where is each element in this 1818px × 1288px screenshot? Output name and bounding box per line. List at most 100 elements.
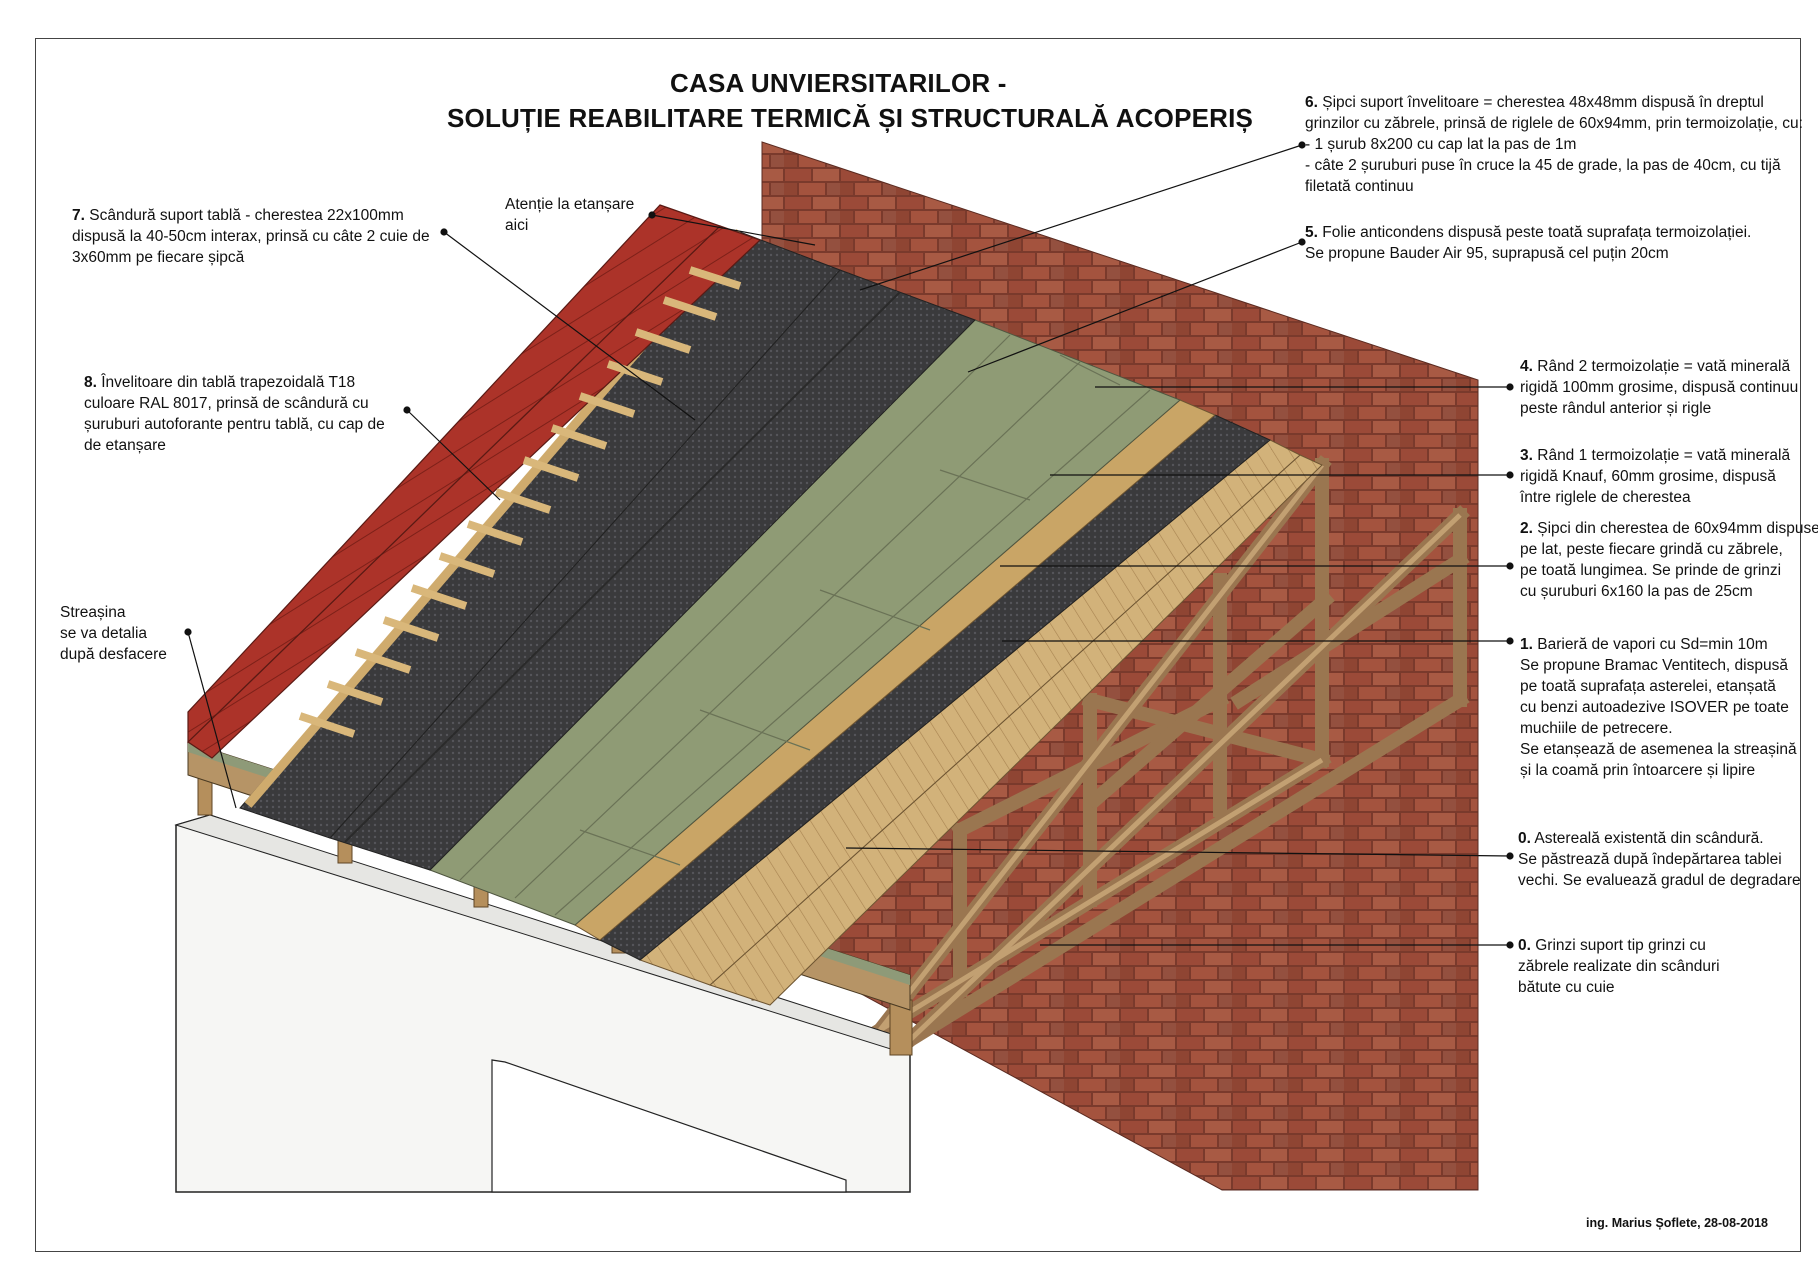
interior-wall — [174, 814, 911, 1193]
note-text: Rând 1 termoizolație = vată minerală — [1537, 447, 1791, 464]
note-text: Se propune Bauder Air 95, suprapusă cel … — [1305, 245, 1669, 262]
note-line: cu șuruburi 6x160 la pas de 25cm — [1520, 581, 1818, 602]
note-atentie: Atenție la etanșare aici — [505, 194, 634, 236]
note-text: între riglele de cherestea — [1520, 489, 1691, 506]
note-text: culoare RAL 8017, prinsă de scândură cu — [84, 395, 369, 412]
note-line: muchiile de petrecere. — [1520, 718, 1797, 739]
note-line: după desfacere — [60, 644, 167, 665]
note-text: aici — [505, 217, 529, 234]
note-line: dispusă la 40-50cm interax, prinsă cu câ… — [72, 226, 430, 247]
note-number: 1. — [1520, 636, 1533, 653]
note-6: 6. Șipci suport învelitoare = cherestea … — [1305, 92, 1803, 197]
note-number: 4. — [1520, 358, 1533, 375]
note-line: - 1 șurub 8x200 cu cap lat la pas de 1m — [1305, 134, 1803, 155]
note-text: grinzilor cu zăbrele, prinsă de riglele … — [1305, 115, 1803, 132]
note-line: - câte 2 șuruburi puse în cruce la 45 de… — [1305, 155, 1803, 176]
note-line: 8. Învelitoare din tablă trapezoidală T1… — [84, 372, 385, 393]
note-number: 6. — [1305, 94, 1318, 111]
note-text: bătute cu cuie — [1518, 979, 1615, 996]
note-line: Se etanșează de asemenea la streașină — [1520, 739, 1797, 760]
note-line: între riglele de cherestea — [1520, 487, 1790, 508]
title-line-2: SOLUȚIE REABILITARE TERMICĂ ȘI STRUCTURA… — [447, 103, 1254, 133]
note-line: 3x60mm pe fiecare șipcă — [72, 247, 430, 268]
note-text: cu benzi autoadezive ISOVER pe toate — [1520, 699, 1789, 716]
note-text: rigidă Knauf, 60mm grosime, dispusă — [1520, 468, 1776, 485]
support-boards — [298, 266, 742, 738]
note-line: culoare RAL 8017, prinsă de scândură cu — [84, 393, 385, 414]
note-text: și la coamă prin întoarcere și lipire — [1520, 762, 1756, 779]
note-line: Se propune Bauder Air 95, suprapusă cel … — [1305, 243, 1751, 264]
note-text: după desfacere — [60, 646, 167, 663]
note-2: 2. Șipci din cherestea de 60x94mm dispus… — [1520, 518, 1818, 602]
note-line: se va detalia — [60, 623, 167, 644]
note-text: pe lat, peste fiecare grindă cu zăbrele, — [1520, 541, 1783, 558]
title-line-1: CASA UNVIERSITARILOR - — [670, 68, 1007, 98]
note-text: pe toată lungimea. Se prinde de grinzi — [1520, 562, 1782, 579]
note-line: și la coamă prin întoarcere și lipire — [1520, 760, 1797, 781]
note-line: de etanșare — [84, 435, 385, 456]
note-number: 3. — [1520, 447, 1533, 464]
note-line: 0. Grinzi suport tip grinzi cu — [1518, 935, 1720, 956]
note-text: șuruburi autoforante pentru tablă, cu ca… — [84, 416, 385, 433]
note-text: Se propune Bramac Ventitech, dispusă — [1520, 657, 1788, 674]
note-0-grinzi: 0. Grinzi suport tip grinzi cu zăbrele re… — [1518, 935, 1720, 998]
note-text: Scândură suport tablă - cherestea 22x100… — [89, 207, 404, 224]
note-line: aici — [505, 215, 634, 236]
note-line: 6. Șipci suport învelitoare = cherestea … — [1305, 92, 1803, 113]
signature: ing. Marius Șoflete, 28-08-2018 — [1586, 1216, 1769, 1230]
note-line: pe toată suprafața asterelei, etanșată — [1520, 676, 1797, 697]
note-line: Se păstrează după îndepărtarea tablei — [1518, 849, 1801, 870]
drawing-frame — [35, 38, 1801, 1252]
note-line: bătute cu cuie — [1518, 977, 1720, 998]
note-line: vechi. Se evaluează gradul de degradare — [1518, 870, 1801, 891]
note-line: peste rândul anterior și rigle — [1520, 398, 1798, 419]
note-text: dispusă la 40-50cm interax, prinsă cu câ… — [72, 228, 430, 245]
note-3: 3. Rând 1 termoizolație = vată minerală r… — [1520, 445, 1790, 508]
note-text: Șipci din cherestea de 60x94mm dispuse — [1537, 520, 1818, 537]
note-text: Se etanșează de asemenea la streașină — [1520, 741, 1797, 758]
note-number: 5. — [1305, 224, 1318, 241]
note-text: Învelitoare din tablă trapezoidală T18 — [101, 374, 356, 391]
note-line: șuruburi autoforante pentru tablă, cu ca… — [84, 414, 385, 435]
note-7: 7. Scândură suport tablă - cherestea 22x… — [72, 205, 430, 268]
note-line: 3. Rând 1 termoizolație = vată minerală — [1520, 445, 1790, 466]
note-text: peste rândul anterior și rigle — [1520, 400, 1712, 417]
note-text: pe toată suprafața asterelei, etanșată — [1520, 678, 1776, 695]
note-text: Barieră de vapori cu Sd=min 10m — [1537, 636, 1768, 653]
note-text: Rând 2 termoizolație = vată minerală — [1537, 358, 1791, 375]
note-text: Grinzi suport tip grinzi cu — [1535, 937, 1706, 954]
truss-highlights — [878, 463, 1462, 1042]
note-1: 1. Barieră de vapori cu Sd=min 10m Se pro… — [1520, 634, 1797, 781]
note-line: 7. Scândură suport tablă - cherestea 22x… — [72, 205, 430, 226]
note-line: Se propune Bramac Ventitech, dispusă — [1520, 655, 1797, 676]
note-text: vechi. Se evaluează gradul de degradare — [1518, 872, 1801, 889]
note-text: zăbrele realizate din scânduri — [1518, 958, 1720, 975]
note-text: rigidă 100mm grosime, dispusă continuu — [1520, 379, 1799, 396]
note-text: Se păstrează după îndepărtarea tablei — [1518, 851, 1782, 868]
note-number: 0. — [1518, 937, 1531, 954]
note-text: 3x60mm pe fiecare șipcă — [72, 249, 245, 266]
note-line: filetată continuu — [1305, 176, 1803, 197]
note-5: 5. Folie anticondens dispusă peste toată… — [1305, 222, 1751, 264]
note-line: 0. Astereală existentă din scândură. — [1518, 828, 1801, 849]
note-number: 7. — [72, 207, 85, 224]
leader-lines — [184, 141, 1514, 949]
note-line: grinzilor cu zăbrele, prinsă de riglele … — [1305, 113, 1803, 134]
note-text: - 1 șurub 8x200 cu cap lat la pas de 1m — [1305, 136, 1577, 153]
note-8: 8. Învelitoare din tablă trapezoidală T1… — [84, 372, 385, 456]
note-text: Streașina — [60, 604, 126, 621]
note-number: 0. — [1518, 830, 1531, 847]
note-line: pe toată lungimea. Se prinde de grinzi — [1520, 560, 1818, 581]
note-line: 2. Șipci din cherestea de 60x94mm dispus… — [1520, 518, 1818, 539]
note-line: zăbrele realizate din scânduri — [1518, 956, 1720, 977]
note-text: cu șuruburi 6x160 la pas de 25cm — [1520, 583, 1753, 600]
note-text: Folie anticondens dispusă peste toată su… — [1322, 224, 1752, 241]
note-text: Șipci suport învelitoare = cherestea 48x… — [1322, 94, 1764, 111]
note-text: se va detalia — [60, 625, 148, 642]
note-text: Atenție la etanșare — [505, 196, 635, 213]
note-number: 2. — [1520, 520, 1533, 537]
note-line: cu benzi autoadezive ISOVER pe toate — [1520, 697, 1797, 718]
note-text: de etanșare — [84, 437, 166, 454]
note-text: - câte 2 șuruburi puse în cruce la 45 de… — [1305, 157, 1781, 174]
